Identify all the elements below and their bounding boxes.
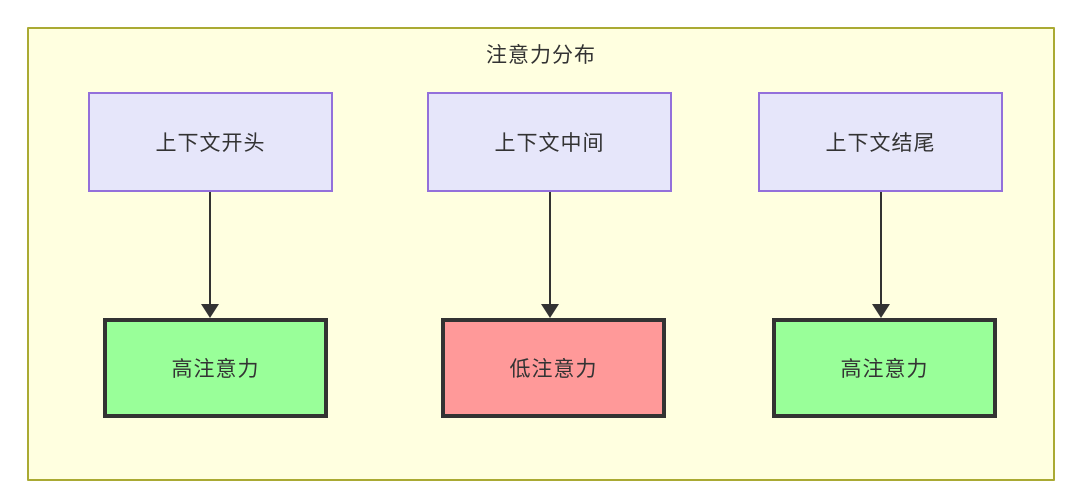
node-attention-low-middle[interactable]: 低注意力 <box>441 318 666 418</box>
arrow-line-context-middle-to-low-attention <box>549 192 551 306</box>
node-context-middle[interactable]: 上下文中间 <box>427 92 672 192</box>
node-attention-high-right[interactable]: 高注意力 <box>772 318 997 418</box>
arrow-line-context-end-to-high-attention <box>880 192 882 306</box>
node-context-end-label: 上下文结尾 <box>825 132 936 155</box>
node-attention-high-left-label: 高注意力 <box>171 358 260 381</box>
node-attention-low-middle-label: 低注意力 <box>509 358 598 381</box>
node-context-start-label: 上下文开头 <box>155 132 266 155</box>
node-context-middle-label: 上下文中间 <box>494 132 605 155</box>
arrow-head-context-start-to-high-attention <box>201 304 219 318</box>
arrow-head-context-middle-to-low-attention <box>541 304 559 318</box>
arrow-line-context-start-to-high-attention <box>209 192 211 306</box>
node-attention-high-left[interactable]: 高注意力 <box>103 318 328 418</box>
node-context-end[interactable]: 上下文结尾 <box>758 92 1003 192</box>
node-context-start[interactable]: 上下文开头 <box>88 92 333 192</box>
node-attention-high-right-label: 高注意力 <box>840 358 929 381</box>
subgraph-title: 注意力分布 <box>486 44 596 67</box>
arrow-head-context-end-to-high-attention <box>872 304 890 318</box>
